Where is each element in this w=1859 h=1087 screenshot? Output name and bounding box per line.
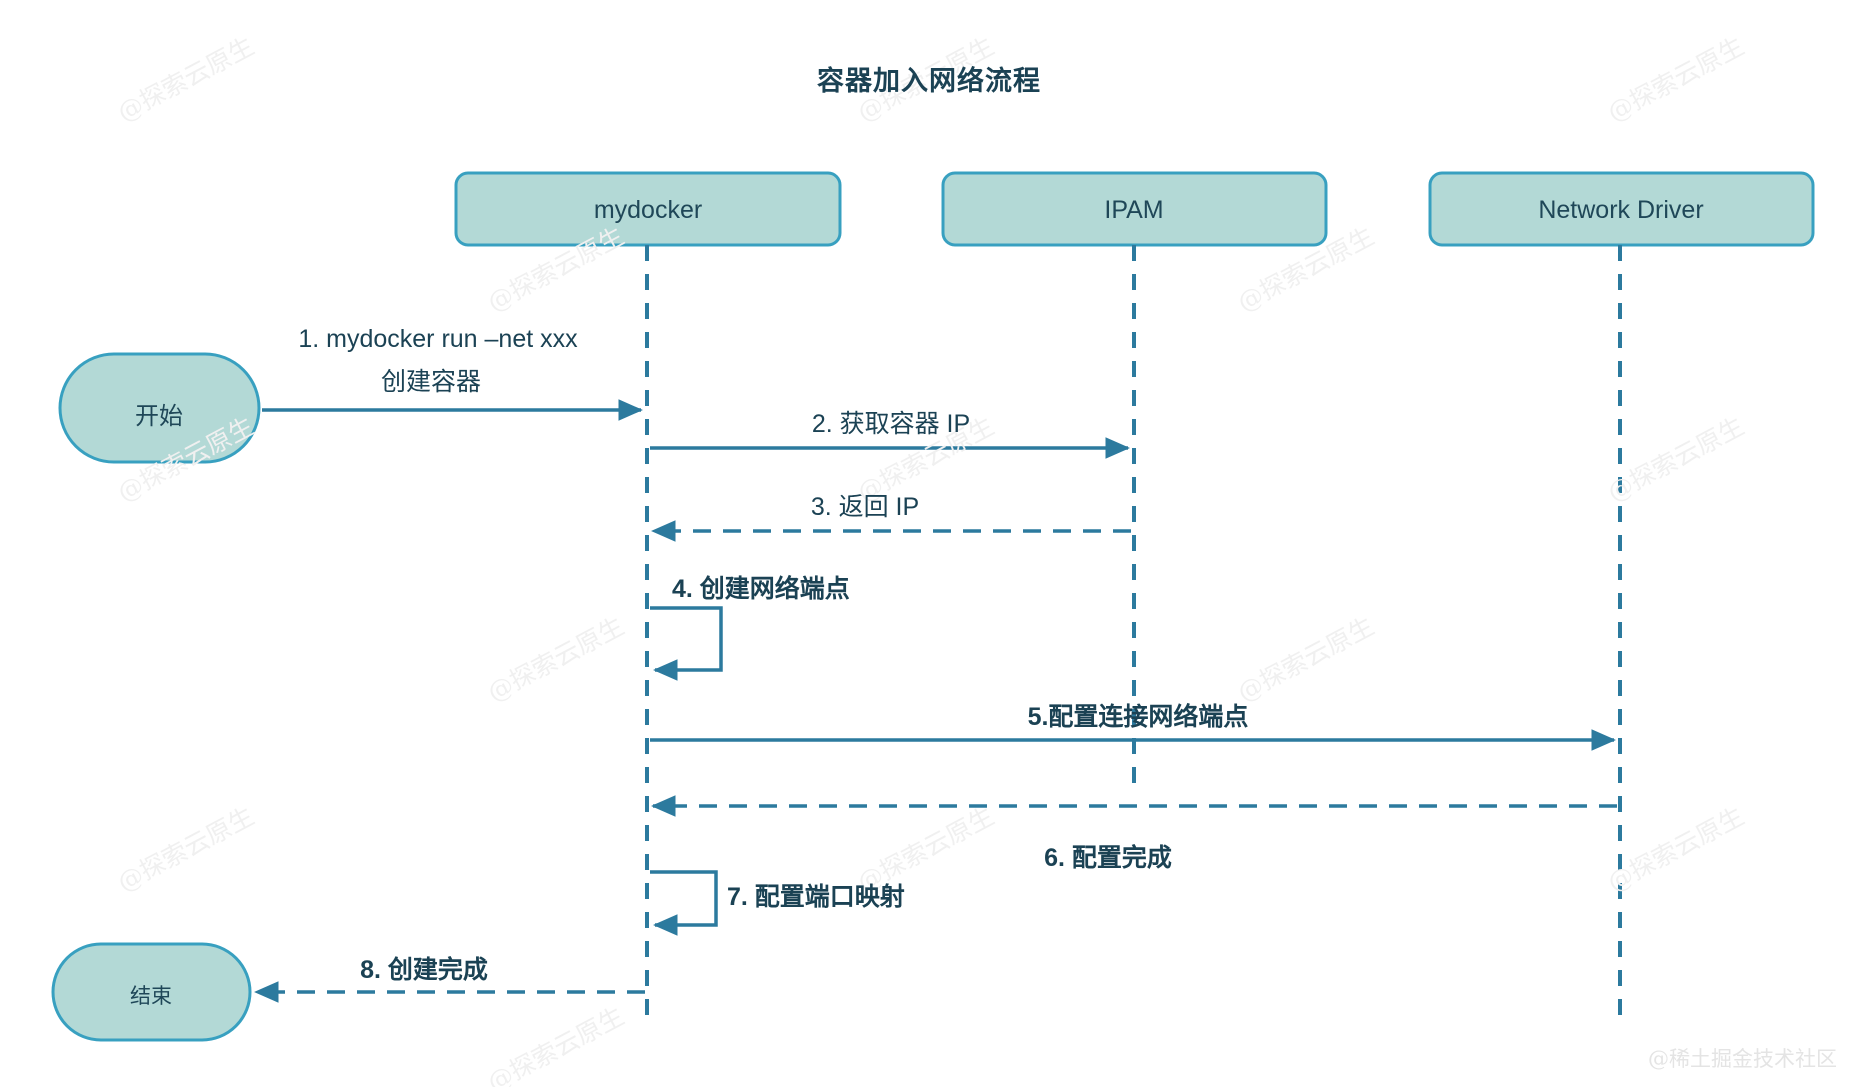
message-label-3: 3. 返回 IP bbox=[810, 493, 920, 521]
message-label-5: 5.配置连接网络端点 bbox=[1027, 703, 1249, 731]
message-label-6: 6. 配置完成 bbox=[1044, 844, 1172, 872]
participant-label-mydocker: mydocker bbox=[593, 196, 703, 224]
message-label-1: 1. mydocker run –net xxx bbox=[298, 325, 578, 353]
message-label-1-line2: 创建容器 bbox=[380, 368, 482, 396]
terminator-label-end: 结束 bbox=[130, 985, 172, 1008]
page-title: 容器加入网络流程 bbox=[817, 66, 1041, 96]
message-label-7: 7. 配置端口映射 bbox=[727, 883, 905, 911]
participant-label-ipam: IPAM bbox=[1104, 196, 1164, 224]
participant-label-network-driver: Network Driver bbox=[1538, 196, 1704, 224]
message-label-4: 4. 创建网络端点 bbox=[672, 575, 850, 603]
message-arrow-4-self bbox=[650, 606, 723, 681]
terminator-start[interactable] bbox=[58, 352, 261, 464]
message-arrow-7-self bbox=[650, 870, 718, 936]
message-label-2: 2. 获取容器 IP bbox=[811, 410, 971, 438]
terminator-end[interactable] bbox=[51, 942, 252, 1042]
message-label-8: 8. 创建完成 bbox=[360, 956, 488, 984]
terminator-label-start: 开始 bbox=[135, 403, 183, 430]
